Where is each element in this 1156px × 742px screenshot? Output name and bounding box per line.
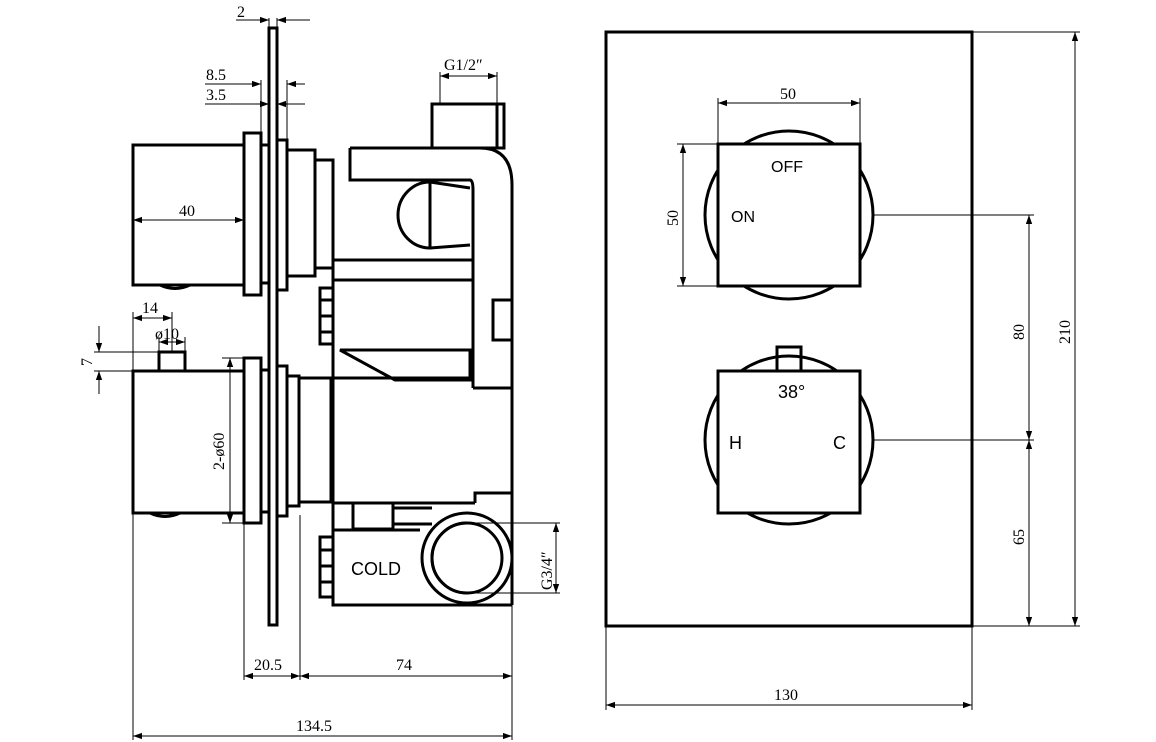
inlet-fitting: [430, 102, 506, 150]
label-temp: 38°: [778, 382, 805, 402]
front-view: OFF ON 38° H C 50 50: [604, 30, 1080, 710]
label-on: ON: [731, 209, 755, 226]
handle-pin: [157, 350, 187, 373]
wall-plate: [267, 26, 279, 627]
dim-lower-offset: 65: [1011, 529, 1028, 545]
cold-label: COLD: [351, 559, 401, 579]
outlet-fitting: [420, 511, 514, 605]
valve-body: [318, 102, 514, 607]
side-dimensions: 2 8.5 3.5 G1/2″ 40 14: [79, 4, 560, 740]
dim-offset-b: 3.5: [206, 87, 226, 104]
dim-plate-thickness: 2: [237, 4, 245, 21]
dim-body-depth: 74: [396, 657, 412, 674]
dim-plate-width: 130: [774, 687, 798, 704]
dim-handle-width: 50: [780, 86, 796, 103]
upper-handle: [131, 131, 335, 297]
dim-inlet-thread: G1/2″: [444, 57, 483, 74]
dim-handle-diameter: 2-ø60: [211, 433, 228, 470]
dim-pin-length: 14: [142, 300, 158, 317]
dim-handle-height: 50: [665, 210, 682, 226]
thermostat-knob[interactable]: 38° H C: [703, 345, 875, 526]
label-hot: H: [729, 433, 742, 453]
dim-handle-length: 40: [179, 203, 195, 220]
dim-offset-a: 8.5: [206, 67, 226, 84]
front-plate: [604, 30, 974, 628]
dim-pin-height: 7: [79, 358, 96, 366]
dim-front-depth: 20.5: [254, 657, 282, 674]
dim-handle-spacing: 80: [1011, 324, 1028, 340]
dim-plate-height: 210: [1057, 320, 1074, 344]
lower-handle: [131, 350, 333, 525]
side-view: COLD 2 8.5 3.5 G1/2″ 40: [79, 4, 560, 740]
dim-total-depth: 134.5: [296, 718, 332, 735]
flow-control-knob[interactable]: OFF ON: [703, 129, 875, 301]
label-off: OFF: [771, 159, 803, 176]
dim-pin-diameter: ø10: [155, 326, 179, 343]
label-cold-c: C: [833, 433, 846, 453]
front-dimensions: 50 50 80 65 210 130: [605, 31, 1080, 710]
dim-outlet-thread: G3/4″: [539, 551, 556, 590]
